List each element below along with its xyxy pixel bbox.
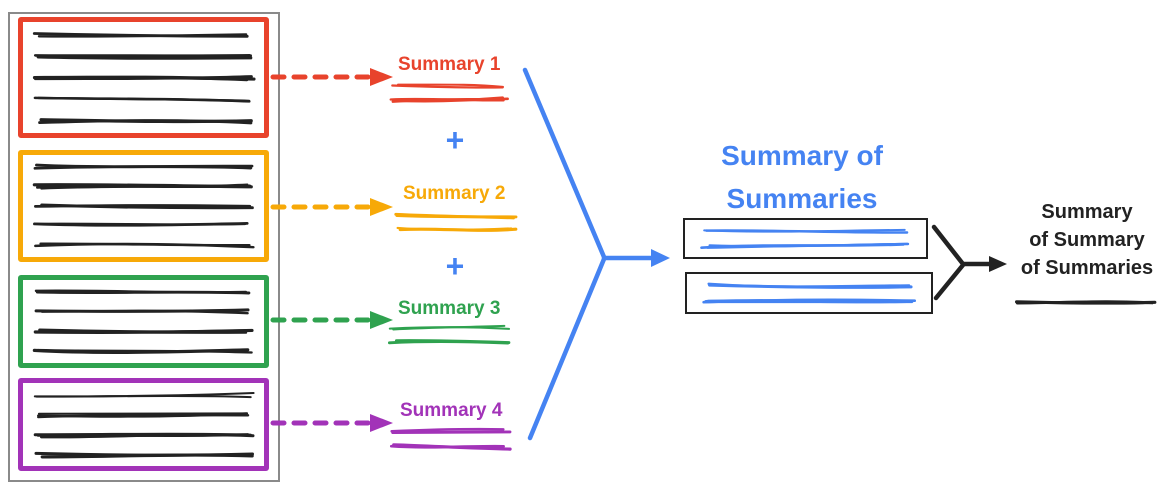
final-summary-scribble <box>1015 300 1157 305</box>
summary-4-scribble <box>389 427 512 451</box>
document-2-scribble-text <box>32 163 255 249</box>
document-3 <box>18 275 269 368</box>
document-1-scribble-text <box>32 31 256 124</box>
arrow-document1-to-summary1 <box>270 68 393 86</box>
summary-of-summaries-box-2 <box>685 272 933 314</box>
summary-3-scribble <box>387 324 511 345</box>
summary-4-label: Summary 4 <box>400 400 503 421</box>
summary-of-summaries-title: Summary of Summaries <box>677 134 927 220</box>
summary-of-summaries-scribble-1 <box>699 228 909 249</box>
summary-1-scribble <box>389 83 509 103</box>
summary-of-summaries-title-line2: Summaries <box>726 183 878 214</box>
summary-2-scribble <box>394 212 518 232</box>
arrow-document3-to-summary3 <box>270 311 393 329</box>
arrow-document4-to-summary4 <box>270 414 393 432</box>
plus-sign-1: + <box>445 122 465 158</box>
summary-3-label: Summary 3 <box>398 298 501 319</box>
final-summary-line1: Summary <box>1041 201 1133 223</box>
document-1 <box>18 17 269 138</box>
merge-arrow-blue <box>522 67 670 441</box>
summary-of-summaries-scribble-2 <box>702 282 916 303</box>
final-summary-label: Summary of Summary of Summaries <box>1011 198 1163 282</box>
summary-of-summaries-title-line1: Summary of <box>721 140 883 171</box>
summary-1-label: Summary 1 <box>398 54 501 75</box>
document-2 <box>18 150 269 262</box>
arrow-document2-to-summary2 <box>270 198 393 216</box>
document-4-scribble-text <box>33 391 255 458</box>
summary-2-label: Summary 2 <box>403 183 506 204</box>
final-summary-line3: of Summaries <box>1020 257 1154 279</box>
summary-of-summaries-box-1 <box>683 218 928 259</box>
merge-arrow-black <box>931 224 1007 301</box>
document-4 <box>18 378 269 471</box>
final-summary-line2: of Summary <box>1029 229 1145 251</box>
document-3-scribble-text <box>32 289 254 354</box>
plus-sign-2: + <box>445 248 465 284</box>
